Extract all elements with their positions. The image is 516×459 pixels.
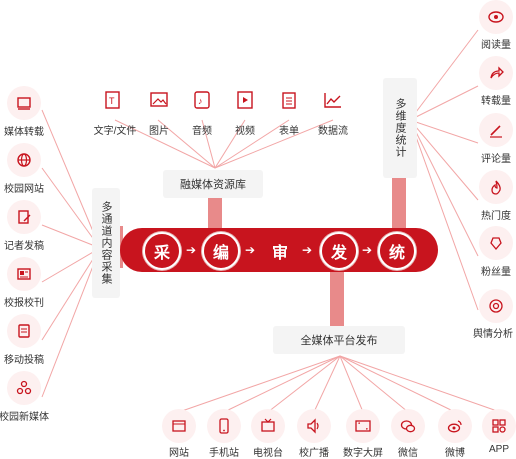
top-label-4: 表单: [279, 126, 299, 137]
left-label-4: 移动投稿: [4, 355, 44, 366]
publish-box: 全媒体平台发布: [273, 326, 405, 354]
image-icon: [149, 91, 169, 114]
arrow-icon: ➔: [186, 243, 197, 257]
left-label-2: 记者发稿: [4, 241, 44, 252]
svg-text:♪: ♪: [198, 96, 203, 106]
website-icon: [162, 409, 196, 443]
multi-channel-label: 多通道内容采集: [100, 201, 112, 285]
top-label-1: 图片: [149, 126, 169, 137]
form-icon: [280, 90, 298, 115]
arrow-icon: ➔: [302, 243, 313, 257]
right-label-4: 粉丝量: [481, 267, 511, 278]
left-label-3: 校报校刊: [4, 298, 44, 309]
top-label-3: 视频: [235, 126, 255, 137]
top-label-2: 音频: [192, 126, 212, 137]
app-icon: [482, 409, 516, 443]
mobile-submit-icon: [7, 314, 41, 348]
audio-icon: ♪: [193, 90, 211, 115]
pencil-icon: [479, 113, 513, 147]
top-label-0: 文字/文件: [93, 126, 137, 137]
big-screen-icon: [346, 409, 380, 443]
bottom-label-1: 手机站: [209, 448, 239, 459]
multi-channel-box: 多通道内容采集: [92, 188, 120, 298]
top-label-5: 数据流: [318, 126, 348, 137]
svg-text:T: T: [109, 96, 115, 106]
weibo-icon: [438, 409, 472, 443]
left-label-0: 媒体转载: [4, 127, 44, 138]
share-icon: [479, 56, 513, 90]
flame-icon: [479, 170, 513, 204]
text-file-icon: T: [104, 90, 122, 115]
bottom-label-3: 校广播: [299, 448, 329, 459]
step-edit: 编: [202, 232, 240, 270]
arrow-icon: ➔: [362, 243, 373, 257]
media-reprint-icon: [7, 86, 41, 120]
right-label-3: 热门度: [481, 211, 511, 222]
eye-icon: [479, 0, 513, 34]
stats-label: 多维度统计: [394, 98, 406, 158]
bottom-label-7: APP: [488, 444, 509, 455]
step-review: 审: [271, 245, 288, 262]
right-label-1: 转载量: [481, 96, 511, 107]
bottom-label-6: 微博: [445, 448, 465, 459]
bottom-label-2: 电视台: [253, 448, 283, 459]
bottom-label-4: 数字大屏: [343, 448, 383, 459]
step-publish: 发: [320, 232, 358, 270]
left-label-5: 校园新媒体: [0, 412, 49, 423]
right-label-2: 评论量: [481, 154, 511, 165]
right-label-5: 舆情分析: [473, 329, 513, 340]
fusion-media-box: 融媒体资源库: [163, 170, 263, 198]
edit-doc-icon: [7, 200, 41, 234]
speaker-icon: [297, 409, 331, 443]
bottom-label-0: 网站: [169, 448, 189, 459]
step-collect: 采: [143, 232, 181, 270]
step-statistics: 统: [378, 232, 416, 270]
arrow-icon: ➔: [245, 243, 256, 257]
fans-icon: [479, 226, 513, 260]
left-label-1: 校园网站: [4, 184, 44, 195]
stats-box: 多维度统计: [383, 78, 417, 178]
wechat-icon: [391, 409, 425, 443]
tv-icon: [251, 409, 285, 443]
mobile-icon: [207, 409, 241, 443]
network-icon: [7, 371, 41, 405]
bottom-label-5: 微信: [398, 448, 418, 459]
globe-icon: [7, 143, 41, 177]
publish-label: 全媒体平台发布: [300, 335, 378, 347]
radar-icon: [479, 289, 513, 323]
data-flow-icon: [323, 91, 343, 114]
right-label-0: 阅读量: [481, 40, 511, 51]
video-icon: [236, 90, 254, 115]
newspaper-icon: [7, 257, 41, 291]
fusion-media-label: 融媒体资源库: [180, 179, 246, 191]
